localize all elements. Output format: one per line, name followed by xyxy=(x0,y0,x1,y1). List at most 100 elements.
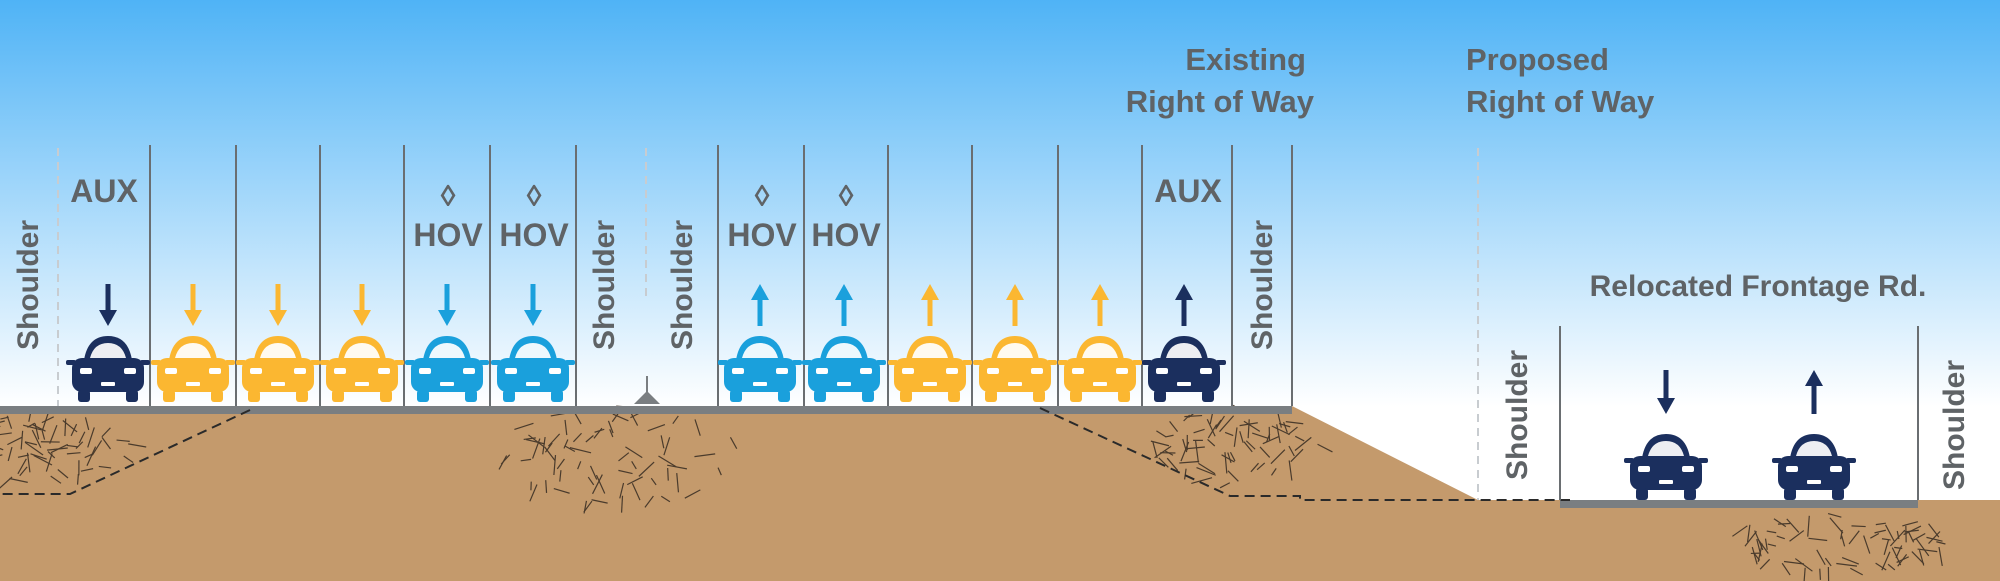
arrow-down-icon xyxy=(99,284,117,326)
car-mirror-left xyxy=(1624,458,1634,463)
hatch-stroke xyxy=(514,422,534,431)
car-mirror-left xyxy=(718,360,728,365)
hatch-stroke xyxy=(1870,532,1880,539)
car-body xyxy=(1630,456,1702,490)
car-mirror-right xyxy=(792,360,802,365)
hatch-stroke xyxy=(1285,421,1304,425)
proposed-row-label-line2: Right of Way xyxy=(1466,84,1655,119)
hatch-stroke xyxy=(595,474,606,494)
hatch-stroke xyxy=(1256,462,1266,471)
hatch-stroke xyxy=(545,480,548,493)
hatch-stroke xyxy=(607,420,614,434)
hatch-stroke xyxy=(26,452,31,473)
hatch-stroke xyxy=(694,419,701,436)
hatch-stroke xyxy=(1773,518,1787,528)
car-plate xyxy=(526,382,540,386)
lane-general-down xyxy=(320,284,404,402)
hatch-stroke xyxy=(1229,451,1236,462)
hatch-stroke xyxy=(644,495,654,508)
hatch-stroke xyxy=(618,452,630,462)
car-wheel-right xyxy=(126,390,138,402)
hatch-stroke xyxy=(1794,558,1813,572)
car-wheel-right xyxy=(1832,488,1844,500)
hatch-stroke xyxy=(78,431,86,444)
lane-general-down xyxy=(236,284,320,402)
hatch-stroke xyxy=(1169,420,1179,433)
car-body xyxy=(894,358,966,392)
hatch-stroke xyxy=(6,415,13,429)
car-headlight-right xyxy=(1031,368,1043,374)
car-wheel-right xyxy=(862,390,874,402)
car-headlight-left xyxy=(732,368,744,374)
car-plate xyxy=(1008,382,1022,386)
arrow-up-icon xyxy=(1006,284,1024,326)
hatch-stroke xyxy=(1911,551,1925,565)
car-windshield xyxy=(260,343,296,358)
hatch-stroke xyxy=(41,416,54,424)
hatch-stroke xyxy=(1767,543,1777,547)
car-headlight-left xyxy=(1638,466,1650,472)
hatch-stroke xyxy=(31,423,46,432)
hatch-stroke xyxy=(1883,539,1890,555)
car-mirror-right xyxy=(140,360,150,365)
car-wheel-right xyxy=(1202,390,1214,402)
hatch-stroke xyxy=(1288,445,1295,457)
car-headlight-right xyxy=(860,368,872,374)
hatch-stroke xyxy=(1193,428,1205,434)
car-wheel-left xyxy=(985,390,997,402)
hatch-stroke xyxy=(1875,562,1887,571)
car-windshield xyxy=(175,343,211,358)
hatch-stroke xyxy=(638,461,655,477)
hatch-stroke xyxy=(500,454,511,465)
hatch-stroke xyxy=(1196,466,1216,476)
car-icon xyxy=(66,336,150,402)
embankment-left-dashed xyxy=(0,409,251,495)
car-body xyxy=(1778,456,1850,490)
hatch-stroke xyxy=(1283,422,1288,433)
car-mirror-right xyxy=(479,360,489,365)
hatch-stroke xyxy=(1912,532,1926,541)
hatch-stroke xyxy=(1154,445,1172,459)
car-mirror-right xyxy=(962,360,972,365)
hatch-stroke xyxy=(1227,470,1239,482)
car-mirror-right xyxy=(1846,458,1856,463)
car-headlight-right xyxy=(549,368,561,374)
car-wheel-right xyxy=(1684,488,1696,500)
hatch-stroke xyxy=(544,442,553,453)
car-headlight-left xyxy=(902,368,914,374)
hatch-stroke xyxy=(729,437,738,449)
car-wheel-left xyxy=(248,390,260,402)
hatch-stroke xyxy=(525,438,545,445)
hatch-stroke xyxy=(24,441,44,456)
lane-hov-down xyxy=(491,284,575,402)
hatch-stroke xyxy=(45,453,53,472)
hatch-stroke xyxy=(1917,548,1938,553)
hatch-stroke xyxy=(559,470,562,482)
freeway-pavement xyxy=(0,406,1292,414)
hatch-stroke xyxy=(1215,415,1225,430)
lane-dividers xyxy=(149,145,1919,500)
hatch-stroke xyxy=(660,435,665,449)
car-headlight-left xyxy=(1786,466,1798,472)
hatch-stroke xyxy=(1271,425,1290,436)
hatch-stroke xyxy=(1754,530,1764,551)
car-wheel-left xyxy=(1070,390,1082,402)
car-headlight-right xyxy=(463,368,475,374)
hatch-stroke xyxy=(41,428,46,440)
hatch-stroke xyxy=(1887,563,1896,571)
car-headlight-left xyxy=(419,368,431,374)
hatch-stroke xyxy=(1164,450,1174,456)
hatch-stroke xyxy=(1848,530,1860,545)
car-headlight-right xyxy=(378,368,390,374)
hatch-stroke xyxy=(684,489,701,499)
car-headlight-right xyxy=(1830,466,1842,472)
hatch-stroke xyxy=(1786,518,1800,533)
car-headlight-right xyxy=(946,368,958,374)
hatch-stroke xyxy=(1897,553,1908,567)
hatch-stroke xyxy=(1936,541,1946,545)
hatch-stroke xyxy=(1789,530,1805,542)
hatch-stroke xyxy=(0,447,4,451)
car-icon xyxy=(888,336,972,402)
hatch-stroke xyxy=(1152,441,1158,459)
car-headlight-right xyxy=(1682,466,1694,472)
